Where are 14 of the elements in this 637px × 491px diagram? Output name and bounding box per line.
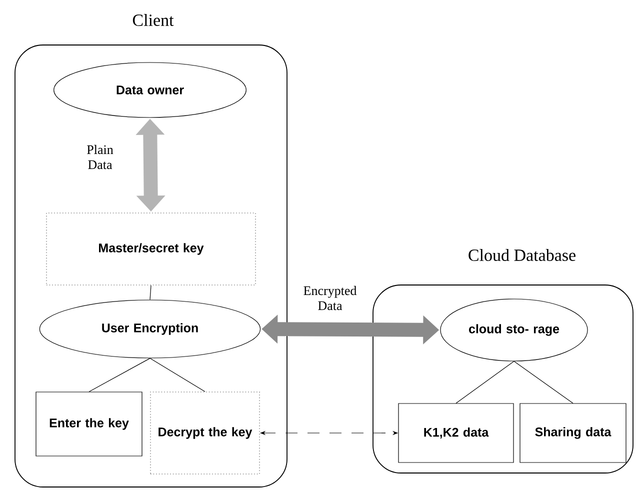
node-label: Cloud Database	[468, 249, 576, 261]
connector-line	[150, 285, 152, 300]
node-label: Client	[132, 14, 174, 26]
process-box: Master/secret key	[46, 212, 256, 286]
process-box: Sharing data	[520, 403, 626, 463]
edge-label: Encrypted Data	[304, 286, 357, 310]
connector-line	[514, 361, 574, 404]
connector-line	[88, 358, 150, 392]
process-box: K1,K2 data	[398, 403, 514, 463]
edge-label: Plain Data	[87, 144, 114, 170]
process-box: Decrypt the key	[150, 392, 260, 474]
process-box: Enter the key	[36, 392, 142, 456]
connector-line	[150, 358, 206, 392]
connector-line	[456, 361, 514, 404]
